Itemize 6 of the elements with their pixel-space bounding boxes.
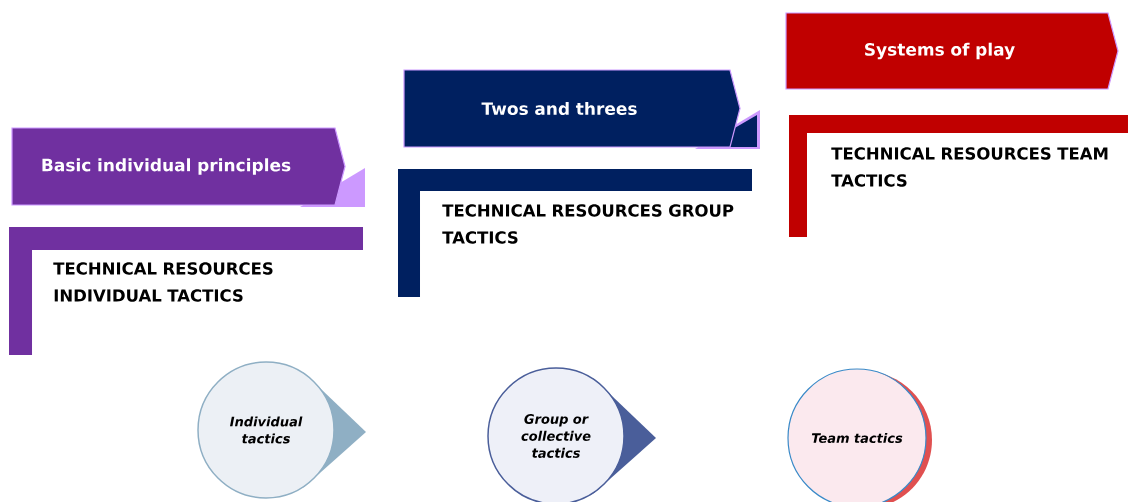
bracket-panel: TECHNICAL RESOURCES TEAM TACTICS (789, 115, 1128, 237)
bracket-panel: TECHNICAL RESOURCES GROUP TACTICS (398, 169, 752, 297)
bracket-panel: TECHNICAL RESOURCES INDIVIDUAL TACTICS (9, 227, 363, 355)
arrow-banner: Basic individual principles (11, 127, 365, 207)
arrow-banner: Systems of play (785, 12, 1119, 90)
arrow-banner: Twos and threes (403, 69, 760, 149)
